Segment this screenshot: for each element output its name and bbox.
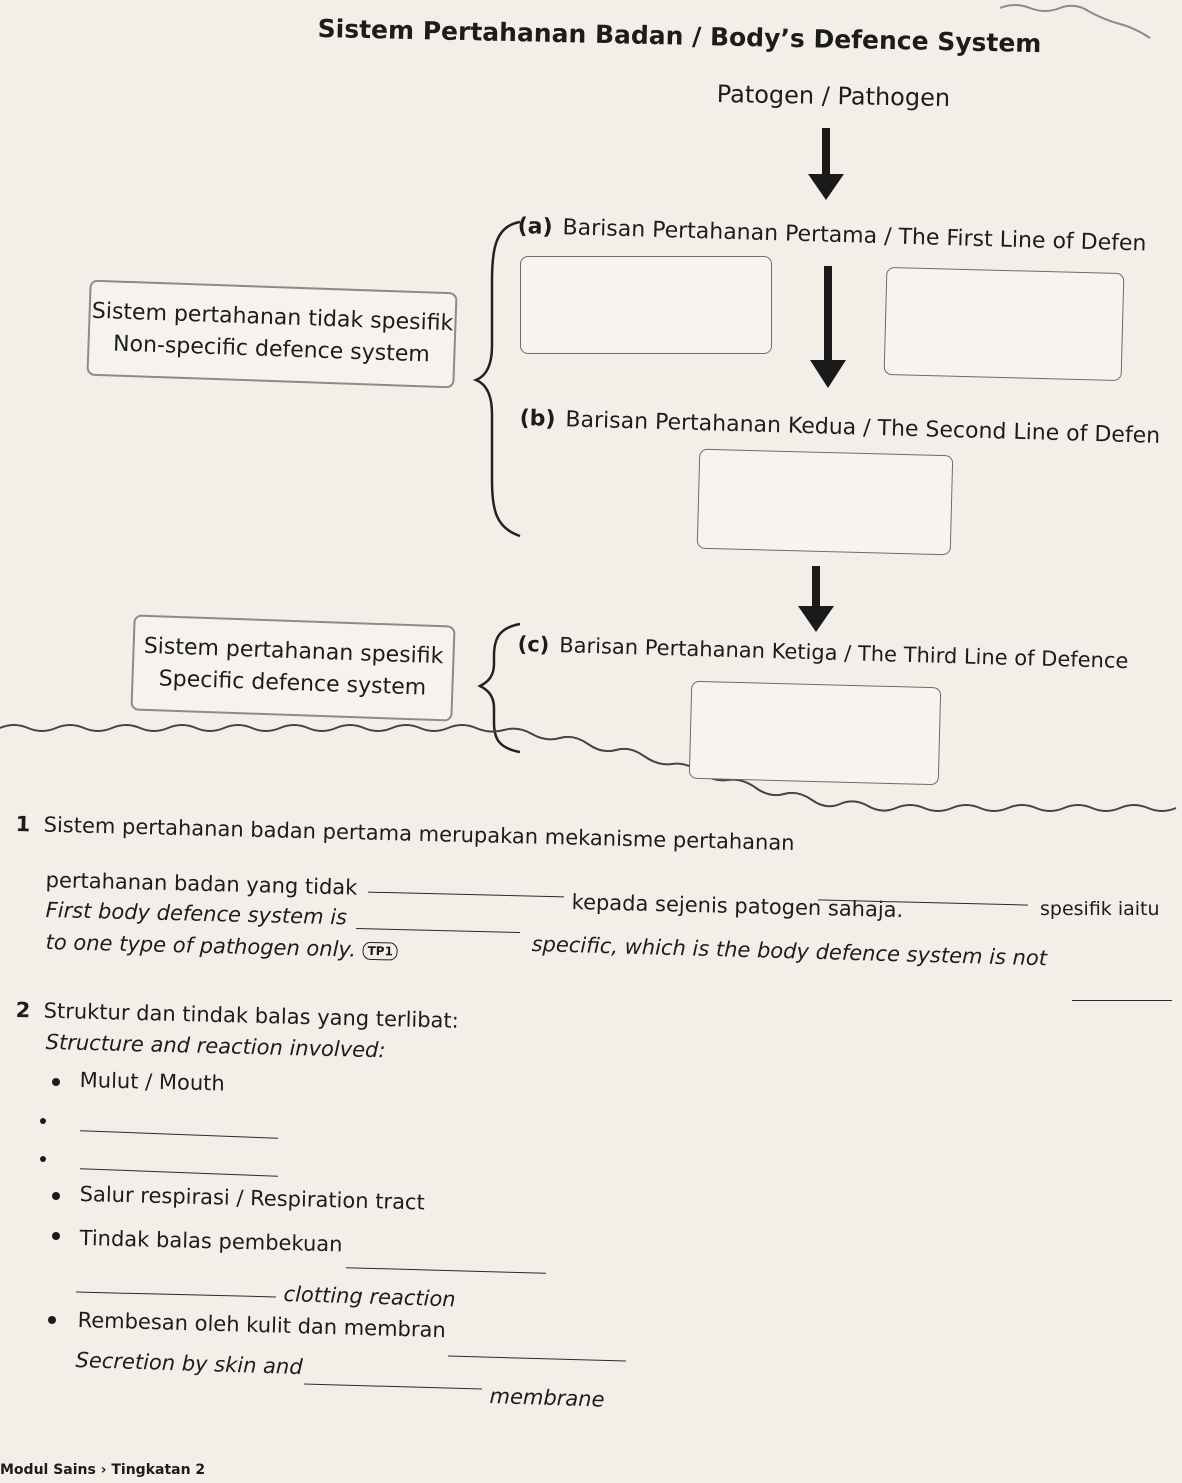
wavy-border-top xyxy=(999,4,1151,39)
bullet-6 xyxy=(48,1316,56,1324)
third-line-letter: (c) xyxy=(517,632,550,657)
q1-text-2c: spesifik iaitu xyxy=(1040,898,1160,920)
nonspecific-system-box: Sistem pertahanan tidak spesifik Non-spe… xyxy=(86,279,458,389)
specific-system-box: Sistem pertahanan spesifik Specific defe… xyxy=(130,614,456,722)
footer-label: Modul Sains › Tingkatan 2 xyxy=(0,1462,206,1478)
second-line-answer-box[interactable] xyxy=(696,448,954,556)
first-line-letter: (a) xyxy=(517,214,553,240)
third-line-answer-box[interactable] xyxy=(688,680,942,786)
bullet-3 xyxy=(40,1156,46,1162)
second-line-letter: (b) xyxy=(519,406,556,432)
arrow-down-icon-3 xyxy=(798,566,834,632)
q2-mouth: Mulut / Mouth xyxy=(79,1068,226,1096)
bullet-5 xyxy=(52,1232,60,1240)
q2-number: 2 xyxy=(15,998,31,1023)
q1-blank-4[interactable] xyxy=(1072,1000,1172,1001)
brace-specific xyxy=(477,622,521,754)
q2-secretion-en-b: membrane xyxy=(489,1384,605,1412)
first-line-answer-box-2[interactable] xyxy=(883,266,1125,382)
tp1-badge: TP1 xyxy=(362,941,399,961)
q1-number: 1 xyxy=(15,812,31,837)
bullet-1 xyxy=(52,1078,60,1086)
bullet-2 xyxy=(40,1118,46,1124)
pathogen-label: Patogen / Pathogen xyxy=(716,80,951,113)
wavy-separator xyxy=(0,724,1177,812)
arrow-down-icon-1 xyxy=(808,128,844,200)
arrow-down-icon-2 xyxy=(810,266,846,388)
bullet-4 xyxy=(52,1192,60,1200)
first-line-answer-box-1[interactable] xyxy=(520,256,772,354)
brace-nonspecific xyxy=(472,220,521,538)
